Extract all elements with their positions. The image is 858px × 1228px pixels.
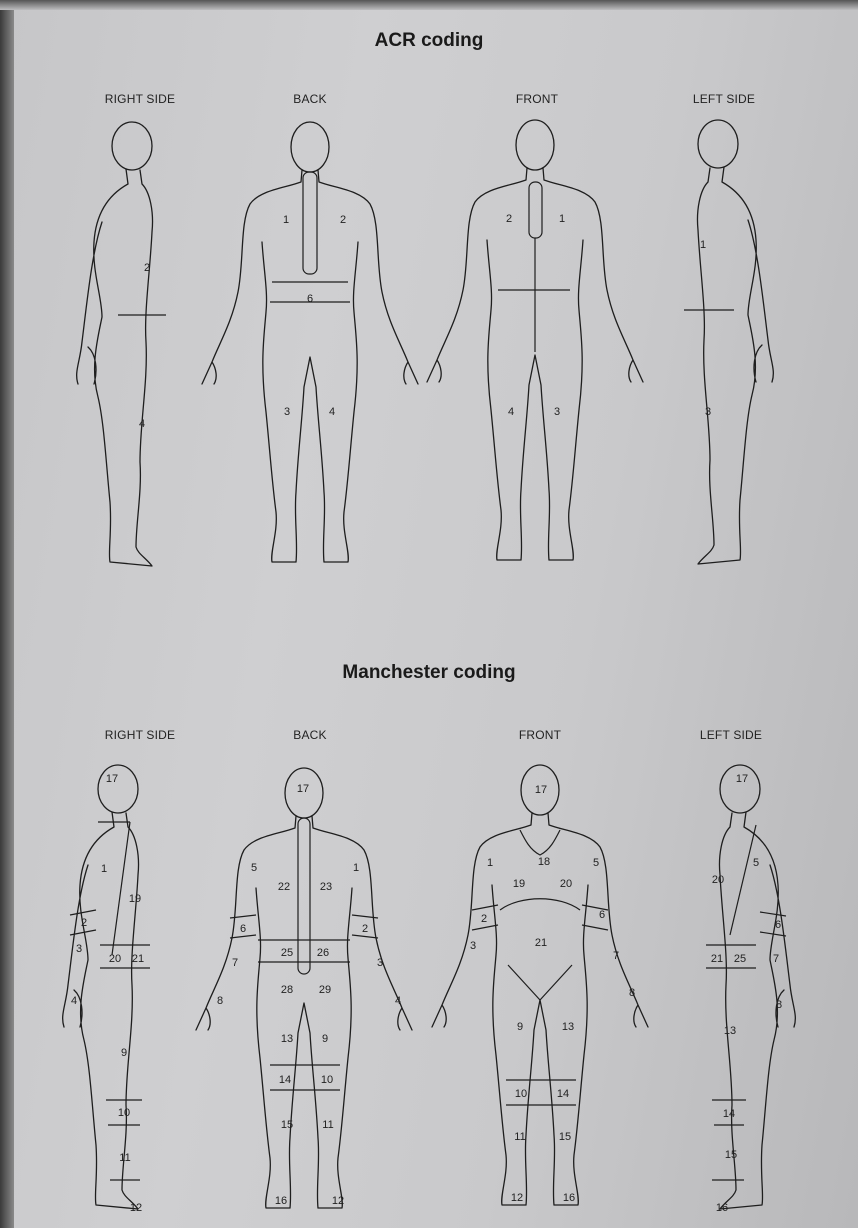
acr-region-number: 1 xyxy=(700,239,706,251)
manchester-left-side-figure xyxy=(706,765,795,1209)
manchester-region-number: 11 xyxy=(119,1152,130,1164)
manchester-region-number: 6 xyxy=(775,919,781,931)
manchester-region-number: 20 xyxy=(560,878,572,890)
manchester-region-number: 3 xyxy=(377,957,383,969)
manchester-region-number: 15 xyxy=(281,1119,293,1131)
acr-region-number: 2 xyxy=(144,262,150,274)
manchester-region-number: 17 xyxy=(736,773,748,785)
acr-region-number: 1 xyxy=(283,214,289,226)
manchester-region-number: 6 xyxy=(599,909,605,921)
manchester-region-number: 5 xyxy=(753,857,759,869)
acr-region-number: 3 xyxy=(554,406,560,418)
manchester-region-number: 19 xyxy=(513,878,525,890)
manchester-region-number: 8 xyxy=(629,987,635,999)
manchester-region-number: 26 xyxy=(317,947,329,959)
acr-region-number: 2 xyxy=(506,213,512,225)
acr-right-side-figure xyxy=(77,122,166,566)
acr-region-number: 3 xyxy=(284,406,290,418)
manchester-region-number: 5 xyxy=(251,862,257,874)
manchester-region-number: 20 xyxy=(712,874,724,886)
manchester-front-figure xyxy=(432,765,648,1205)
acr-back-figure xyxy=(202,122,418,562)
acr-region-number: 1 xyxy=(559,213,565,225)
acr-region-number: 4 xyxy=(329,406,335,418)
manchester-region-number: 11 xyxy=(514,1131,525,1143)
manchester-region-number: 7 xyxy=(773,953,779,965)
manchester-region-number: 15 xyxy=(725,1149,737,1161)
manchester-region-number: 4 xyxy=(71,995,77,1007)
manchester-region-number: 16 xyxy=(275,1195,287,1207)
manchester-region-number: 16 xyxy=(563,1192,575,1204)
manchester-region-number: 9 xyxy=(517,1021,523,1033)
manchester-region-number: 14 xyxy=(723,1108,735,1120)
manchester-right-side-figure xyxy=(63,765,150,1209)
manchester-region-number: 19 xyxy=(129,893,141,905)
manchester-back-figure xyxy=(196,768,412,1208)
manchester-region-number: 9 xyxy=(121,1047,127,1059)
acr-region-number: 4 xyxy=(139,418,145,430)
manchester-region-number: 13 xyxy=(281,1033,293,1045)
manchester-region-number: 28 xyxy=(281,984,293,996)
manchester-region-number: 13 xyxy=(724,1025,736,1037)
manchester-region-number: 4 xyxy=(395,995,401,1007)
manchester-region-number: 12 xyxy=(511,1192,523,1204)
manchester-region-number: 3 xyxy=(470,940,476,952)
manchester-region-number: 1 xyxy=(353,862,359,874)
manchester-region-number: 14 xyxy=(557,1088,569,1100)
manchester-region-number: 7 xyxy=(613,950,619,962)
manchester-region-number: 18 xyxy=(538,856,550,868)
manchester-region-number: 15 xyxy=(559,1131,571,1143)
manchester-region-number: 1 xyxy=(101,863,107,875)
acr-left-side-figure xyxy=(684,120,773,564)
manchester-region-number: 2 xyxy=(481,913,487,925)
manchester-region-number: 17 xyxy=(297,783,309,795)
manchester-region-number: 25 xyxy=(734,953,746,965)
manchester-region-number: 12 xyxy=(130,1202,142,1214)
manchester-region-number: 7 xyxy=(232,957,238,969)
manchester-region-number: 8 xyxy=(217,995,223,1007)
manchester-region-number: 17 xyxy=(106,773,118,785)
manchester-region-number: 25 xyxy=(281,947,293,959)
manchester-region-number: 21 xyxy=(132,953,144,965)
manchester-region-number: 17 xyxy=(535,784,547,796)
manchester-region-number: 29 xyxy=(319,984,331,996)
manchester-region-number: 9 xyxy=(322,1033,328,1045)
acr-region-number: 2 xyxy=(340,214,346,226)
manchester-region-number: 21 xyxy=(535,937,547,949)
manchester-region-number: 12 xyxy=(332,1195,344,1207)
acr-region-number: 3 xyxy=(705,406,711,418)
manchester-region-number: 20 xyxy=(109,953,121,965)
manchester-region-number: 6 xyxy=(240,923,246,935)
manchester-region-number: 16 xyxy=(716,1202,728,1214)
manchester-region-number: 1 xyxy=(487,857,493,869)
manchester-region-number: 5 xyxy=(593,857,599,869)
manchester-region-number: 8 xyxy=(776,999,782,1011)
acr-region-number: 6 xyxy=(307,293,313,305)
manchester-region-number: 21 xyxy=(711,953,723,965)
acr-front-figure xyxy=(427,120,643,560)
manchester-region-number: 13 xyxy=(562,1021,574,1033)
manchester-region-number: 10 xyxy=(321,1074,333,1086)
manchester-region-number: 10 xyxy=(515,1088,527,1100)
manchester-region-number: 2 xyxy=(362,923,368,935)
manchester-region-number: 22 xyxy=(278,881,290,893)
manchester-region-number: 14 xyxy=(279,1074,291,1086)
manchester-region-number: 2 xyxy=(81,917,87,929)
manchester-region-number: 10 xyxy=(118,1107,130,1119)
manchester-region-number: 23 xyxy=(320,881,332,893)
manchester-region-number: 11 xyxy=(322,1119,333,1131)
manchester-region-number: 3 xyxy=(76,943,82,955)
acr-region-number: 4 xyxy=(508,406,514,418)
